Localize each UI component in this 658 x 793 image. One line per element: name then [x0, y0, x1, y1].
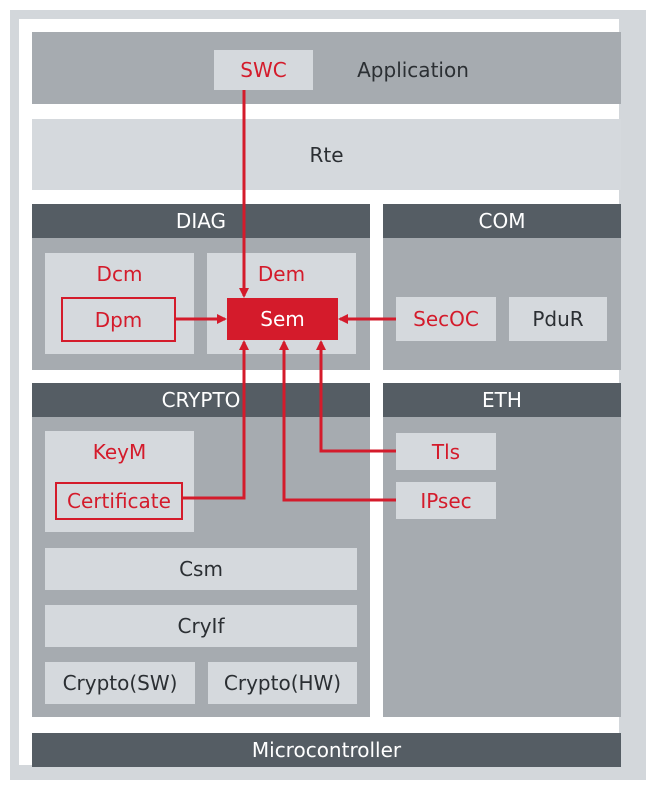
eth-header: ETH — [383, 383, 621, 417]
dcm-label: Dcm — [96, 262, 143, 286]
dpm-label: Dpm — [94, 307, 143, 332]
sem-label: Sem — [260, 307, 305, 331]
csm-module: Csm — [45, 548, 357, 590]
secoc-module: SecOC — [396, 297, 496, 341]
application-label: Application — [357, 58, 469, 82]
cryif-label: CryIf — [177, 614, 225, 638]
crypto-hw-label: Crypto(HW) — [223, 671, 342, 695]
certificate-label: Certificate — [67, 489, 171, 513]
pdur-module: PduR — [509, 297, 607, 341]
crypto-hw-module: Crypto(HW) — [208, 662, 357, 704]
swc-module: SWC — [214, 50, 313, 90]
microcontroller-layer: Microcontroller — [32, 733, 621, 767]
tls-label: Tls — [431, 439, 461, 464]
ipsec-module: IPsec — [396, 482, 496, 519]
pdur-label: PduR — [532, 307, 584, 331]
csm-label: Csm — [179, 557, 223, 581]
crypto-header: CRYPTO — [32, 383, 370, 417]
ipsec-label: IPsec — [420, 488, 472, 513]
rte-label: Rte — [309, 142, 344, 167]
com-header: COM — [383, 204, 621, 238]
crypto-sw-module: Crypto(SW) — [45, 662, 195, 704]
tls-module: Tls — [396, 433, 496, 470]
sem-module: Sem — [227, 298, 338, 340]
diag-header: DIAG — [32, 204, 370, 238]
dcm-module: Dcm — [45, 253, 194, 354]
secoc-label: SecOC — [413, 307, 479, 331]
keym-label: KeyM — [92, 440, 147, 464]
keym-module: KeyM — [45, 431, 194, 532]
dpm-module: Dpm — [61, 297, 176, 342]
rte-layer: Rte — [32, 119, 621, 190]
swc-label: SWC — [240, 58, 287, 82]
certificate-module: Certificate — [55, 482, 183, 520]
application-layer — [32, 32, 621, 104]
crypto-sw-label: Crypto(SW) — [62, 671, 178, 695]
dem-label: Dem — [257, 262, 306, 286]
cryif-module: CryIf — [45, 605, 357, 647]
